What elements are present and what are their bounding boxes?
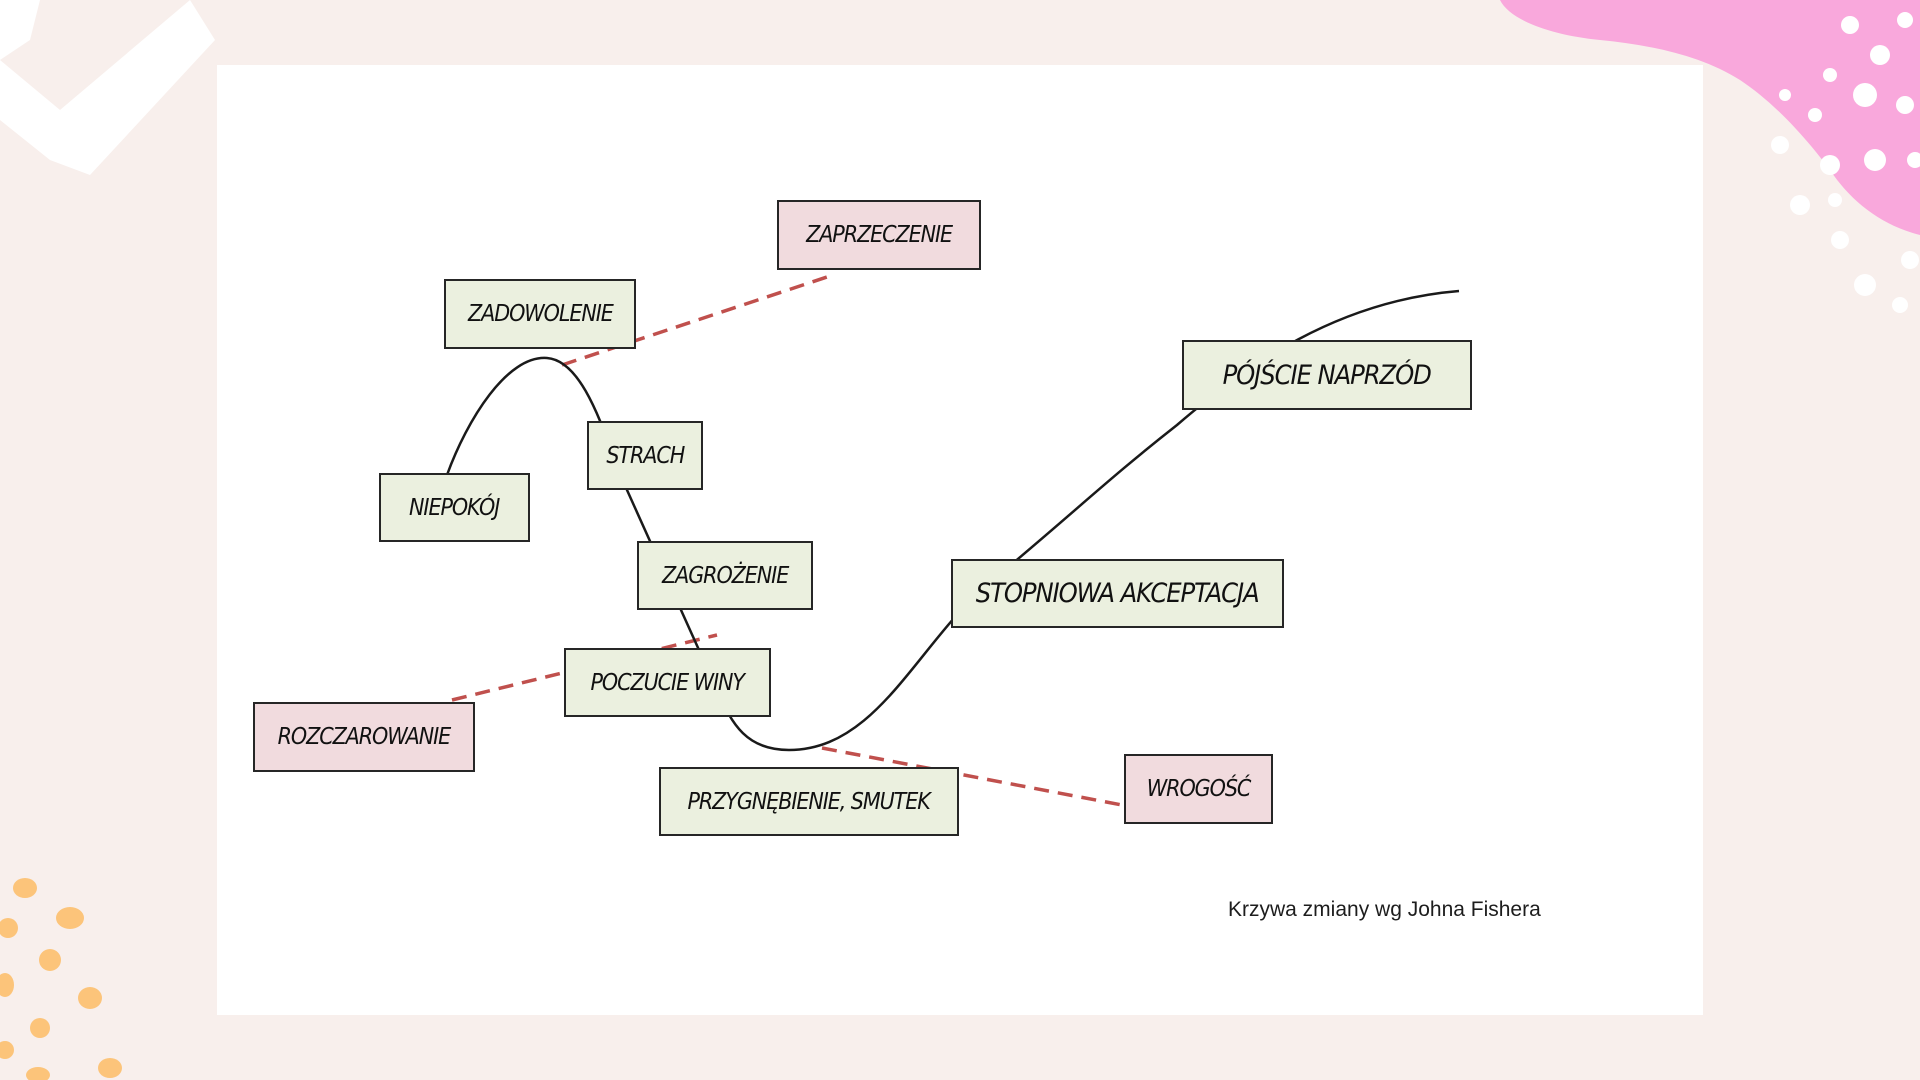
stage-box-strach: STRACH bbox=[587, 421, 703, 490]
stage-box-przygnebienie: PRZYGNĘBIENIE, SMUTEK bbox=[659, 767, 959, 836]
stage-label-niepokoj: NIEPOKÓJ bbox=[409, 494, 500, 521]
stage-label-pojscie-naprzod: PÓJŚCIE NAPRZÓD bbox=[1222, 359, 1432, 391]
reaction-label-wrogosc: WROGOŚĆ bbox=[1146, 776, 1252, 802]
dashed-line-wrogosc bbox=[821, 746, 1123, 807]
reaction-label-zaprzeczenie: ZAPRZECZENIE bbox=[806, 222, 953, 248]
reaction-box-wrogosc: WROGOŚĆ bbox=[1124, 754, 1273, 824]
stage-box-poczucie-winy: POCZUCIE WINY bbox=[564, 648, 771, 717]
reaction-label-rozczarowanie: ROZCZAROWANIE bbox=[277, 724, 452, 750]
stage-box-niepokoj: NIEPOKÓJ bbox=[379, 473, 530, 542]
reaction-box-rozczarowanie: ROZCZAROWANIE bbox=[253, 702, 475, 772]
diagram-caption: Krzywa zmiany wg Johna Fishera bbox=[1228, 898, 1541, 921]
pink-blob bbox=[1500, 0, 1920, 313]
stage-label-stopniowa-akceptacja: STOPNIOWA AKCEPTACJA bbox=[976, 578, 1260, 609]
dashed-line-rozczarowanie bbox=[451, 633, 718, 702]
stage-label-zagrozenie: ZAGROŻENIE bbox=[661, 562, 789, 589]
stage-label-poczucie-winy: POCZUCIE WINY bbox=[590, 669, 746, 696]
stage-label-przygnebienie: PRZYGNĘBIENIE, SMUTEK bbox=[687, 788, 931, 815]
stage-box-zagrozenie: ZAGROŻENIE bbox=[637, 541, 813, 610]
orange-dots bbox=[0, 878, 122, 1080]
stage-label-strach: STRACH bbox=[606, 442, 685, 469]
slide-card: NIEPOKÓJ ZADOWOLENIE STRACH ZAGROŻENIE P… bbox=[217, 65, 1703, 1015]
reaction-box-zaprzeczenie: ZAPRZECZENIE bbox=[777, 200, 981, 270]
white-brush-stroke bbox=[0, 0, 215, 175]
stage-label-zadowolenie: ZADOWOLENIE bbox=[467, 301, 614, 327]
stage-box-pojscie-naprzod: PÓJŚCIE NAPRZÓD bbox=[1182, 340, 1472, 410]
stage-box-stopniowa-akceptacja: STOPNIOWA AKCEPTACJA bbox=[951, 559, 1284, 628]
stage-box-zadowolenie: ZADOWOLENIE bbox=[444, 279, 636, 349]
